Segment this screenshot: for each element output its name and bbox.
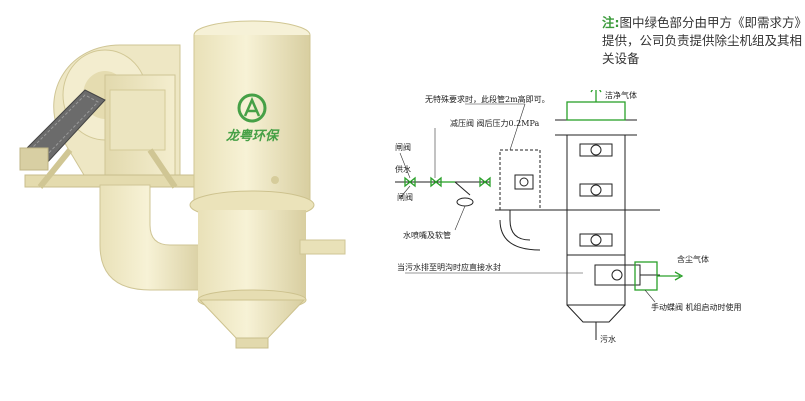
note-prefix: 注: <box>602 15 620 30</box>
brand-logo-text: 龙粤环保 <box>225 128 280 144</box>
gate-valve-label-2: 闸阀 <box>397 193 413 202</box>
main-cylinder <box>189 20 346 349</box>
water-supply-label: 供水 <box>395 164 411 174</box>
brand-logo <box>237 93 267 123</box>
note: 注:图中绿色部分由甲方《即需求方》提供，公司负责提供除尘机组及其相关设备 <box>602 14 802 68</box>
drain-note-label: 当污水排至明沟时应直接水封 <box>397 262 501 272</box>
note-text: 图中绿色部分由甲方《即需求方》提供，公司负责提供除尘机组及其相关设备 <box>602 15 803 66</box>
belt-guard <box>19 89 106 171</box>
dust-gas-label: 含尘气体 <box>677 254 709 264</box>
pipe-note-label: 无特殊要求时，此段管2m高即可。 <box>425 94 550 104</box>
schematic-diagram: 无特殊要求时，此段管2m高即可。 洁净气体 减压阀 阀后压力0.2MPa 闸阀 … <box>395 90 742 344</box>
inlet-duct <box>99 184 206 291</box>
butterfly-valve-label: 手动蝶阀 机组启动时使用 <box>651 302 742 312</box>
dust-collector-render: 龙粤环保 <box>19 20 346 349</box>
reducer-label: 减压阀 阀后压力0.2MPa <box>450 118 539 128</box>
sewage-label: 污水 <box>600 334 616 344</box>
gate-valve-label-1: 闸阀 <box>395 143 411 152</box>
client-supplied-parts <box>404 90 684 291</box>
nozzle-label: 水喷嘴及软管 <box>403 230 451 240</box>
clean-gas-label: 洁净气体 <box>605 90 637 100</box>
